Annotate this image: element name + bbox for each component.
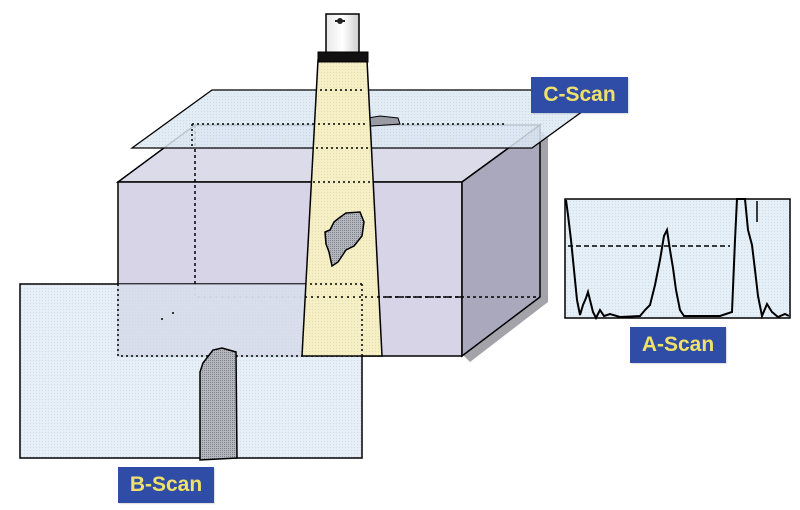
ultrasonic-transducer bbox=[317, 13, 369, 63]
c-scan-label: C-Scan bbox=[531, 77, 628, 113]
a-scan-label: A-Scan bbox=[630, 327, 726, 363]
sound-beam bbox=[301, 59, 462, 357]
a-scan-waveform bbox=[565, 198, 790, 321]
b-scan-defect-indication bbox=[199, 347, 238, 461]
internal-flaw bbox=[324, 211, 365, 268]
c-scan-plane bbox=[129, 89, 615, 149]
a-scan-plot bbox=[564, 198, 791, 321]
b-scan-label: B-Scan bbox=[118, 467, 214, 503]
